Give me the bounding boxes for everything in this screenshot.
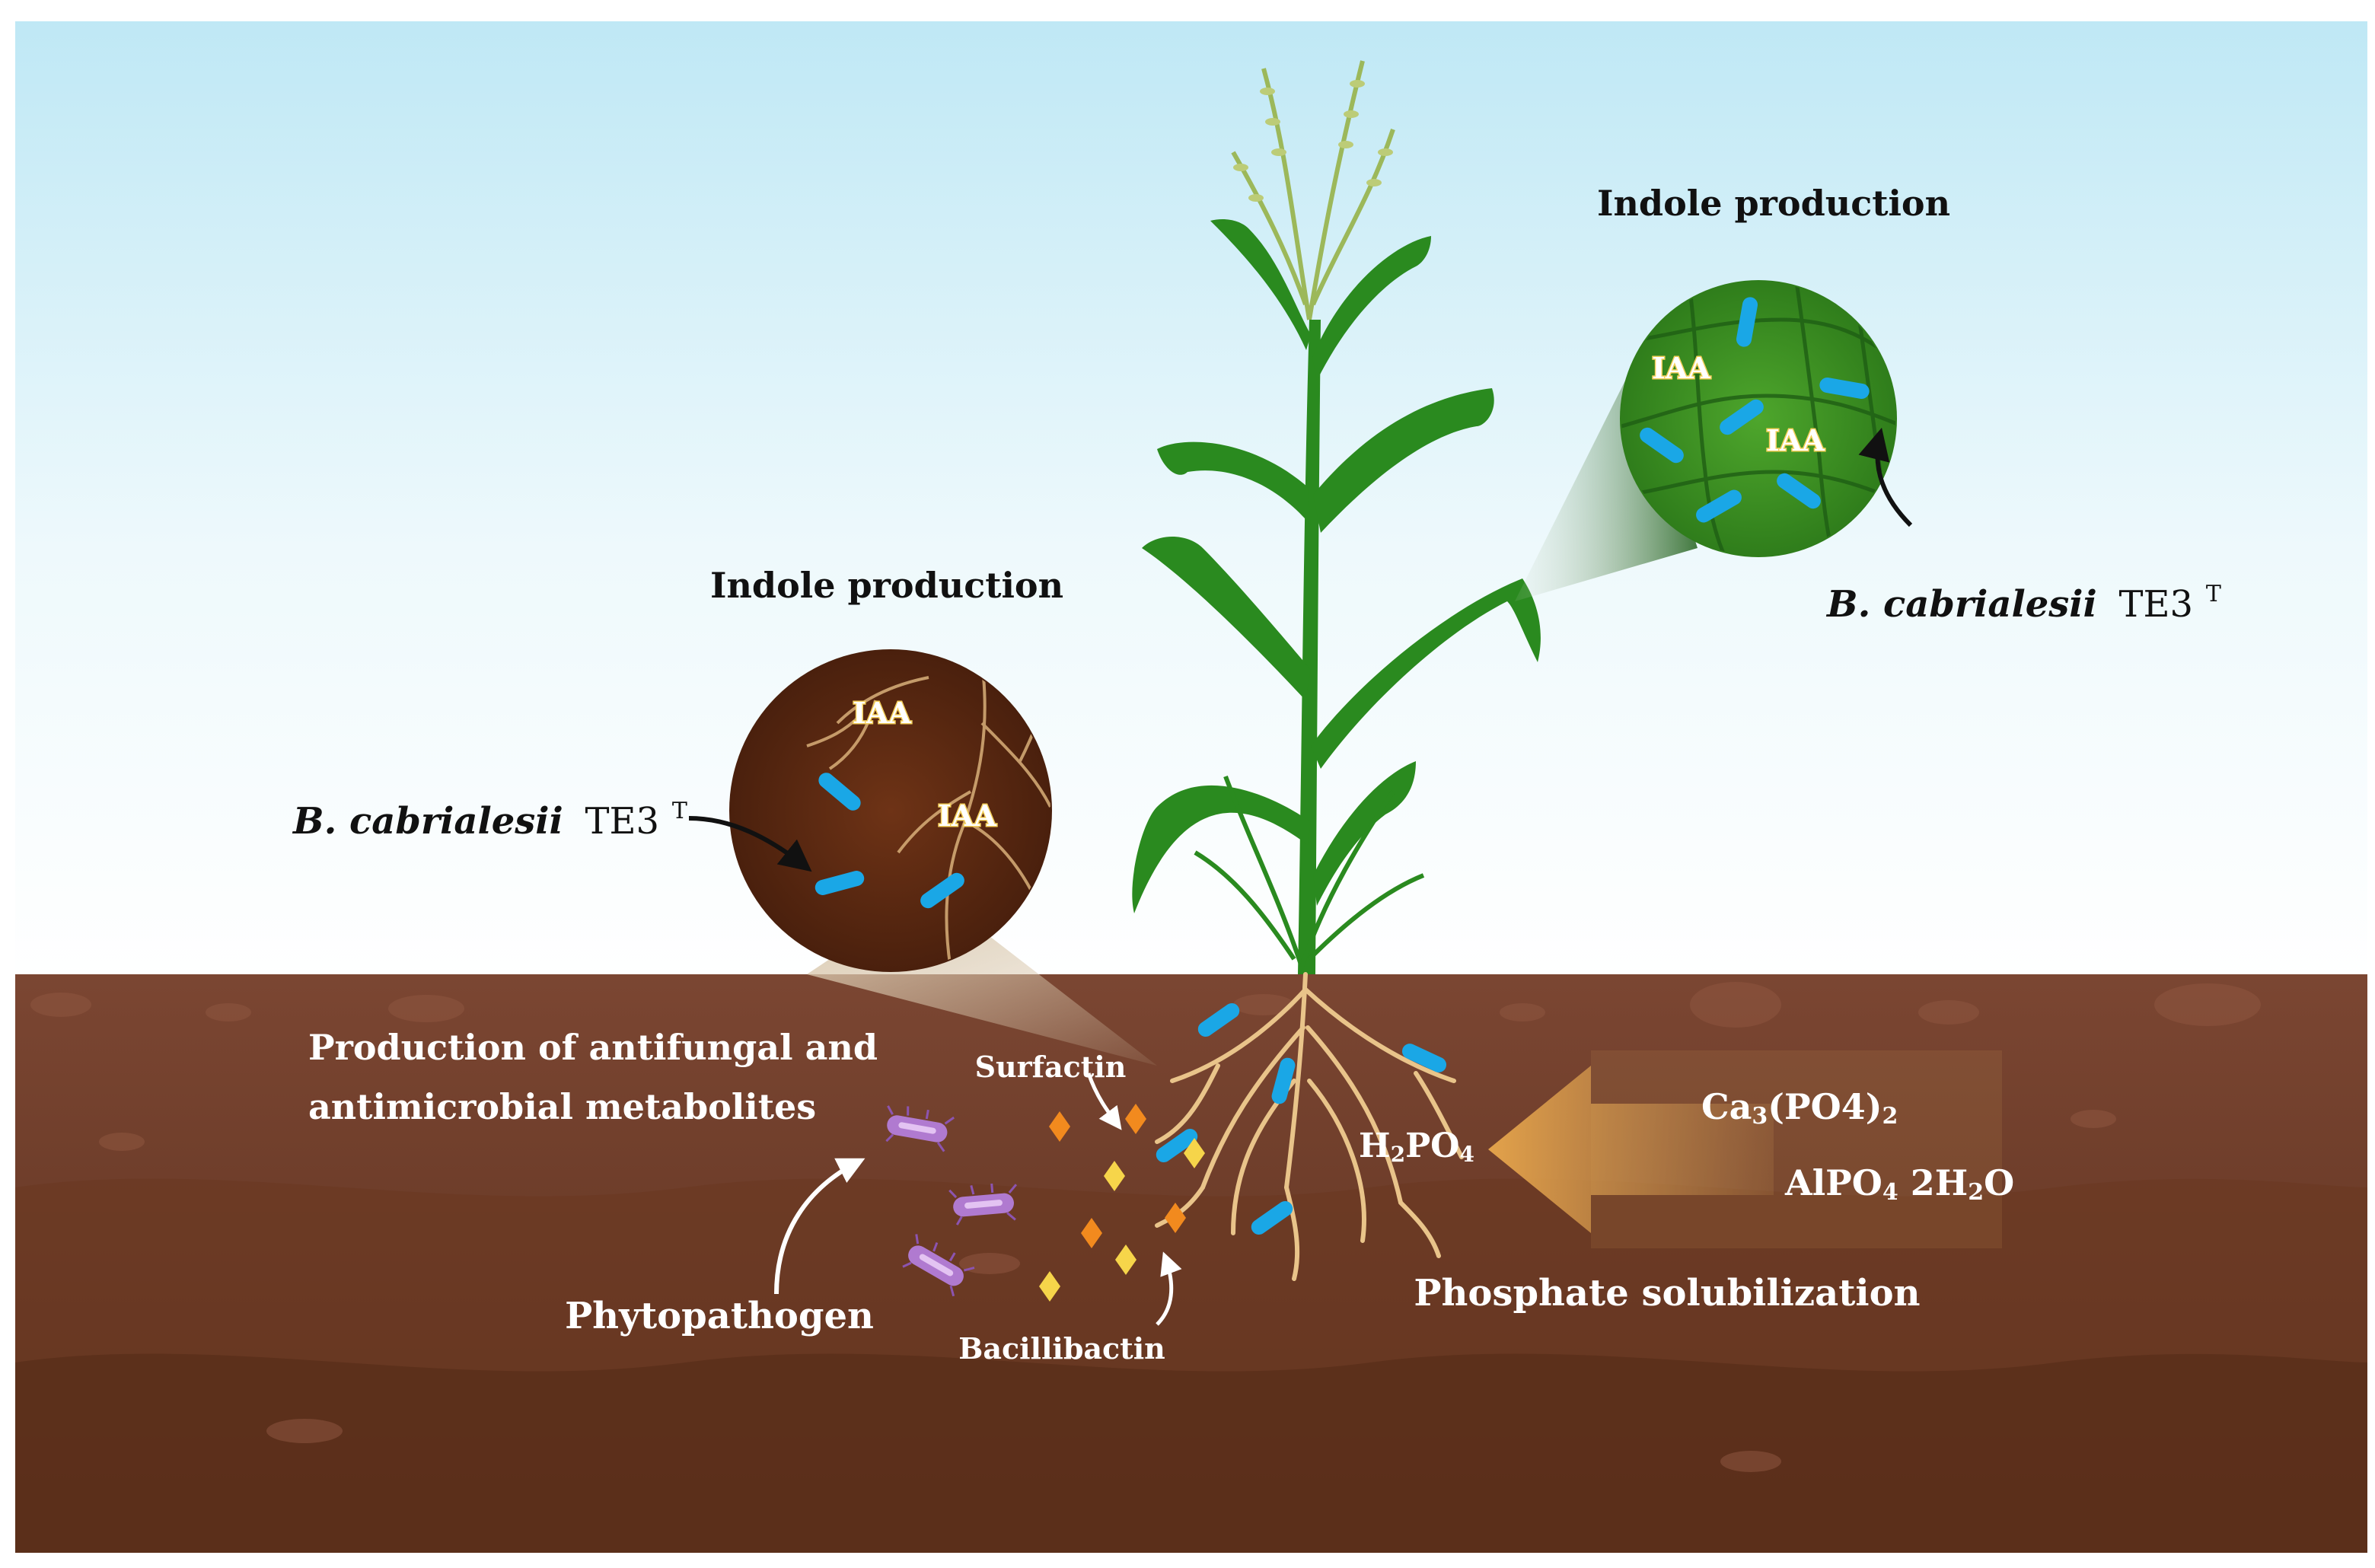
ca-part-ca: Ca — [1701, 1086, 1752, 1127]
bacteria-in-rhizosphere — [815, 773, 964, 909]
iaa-label-root-2: IAA — [938, 798, 996, 833]
antifungal-title-line1: Production of antifungal and — [308, 1027, 878, 1068]
bacteria-in-leaf — [1640, 297, 1870, 523]
arrow-bacillibactin — [1156, 1251, 1182, 1326]
h2po4-part-sub4: 4 — [1459, 1142, 1474, 1167]
h2po4-part-sub2: 2 — [1391, 1142, 1405, 1167]
strain-code-left: TE3 — [585, 800, 660, 843]
ca-part-sub3: 3 — [1752, 1103, 1768, 1130]
indole-title-right: Indole production — [1597, 183, 1950, 224]
bacteria-in-soil — [1156, 1002, 1447, 1235]
al-part-o: O — [1984, 1162, 2014, 1203]
al-part-sub4: 4 — [1882, 1179, 1898, 1206]
arrow-to-leaf-bacteria — [1858, 427, 1913, 527]
bacillibactin-label: Bacillibactin — [958, 1331, 1165, 1366]
ca-part-sub2: 2 — [1882, 1103, 1898, 1130]
h2po4-part-h: H — [1359, 1127, 1391, 1165]
maize-plant — [1132, 60, 1541, 1281]
strain-sup-left: T — [672, 798, 687, 824]
iaa-label-root-1: IAA — [853, 696, 911, 730]
antifungal-title-line2: antimicrobial metabolites — [308, 1086, 816, 1127]
leaf-tissue-inset — [1620, 280, 1897, 557]
phytopathogen-cells — [885, 1105, 1018, 1297]
iaa-label-leaf-1: IAA — [1652, 351, 1710, 385]
arrow-to-root-bacteria — [688, 816, 812, 872]
plant-roots — [1155, 972, 1464, 1281]
strain-label-right: B. cabrialesii TE3 T — [1825, 581, 2221, 626]
strain-sup-right: T — [2206, 581, 2221, 607]
calcium-phosphate-label: Ca3(PO4)2 — [1701, 1086, 1898, 1130]
aluminium-phosphate-label: AlPO4 2H2O — [1784, 1162, 2014, 1206]
h2po4-label: H2PO4 — [1359, 1127, 1474, 1167]
indole-title-left: Indole production — [710, 565, 1063, 606]
al-part-alpo: AlPO — [1784, 1162, 1882, 1203]
iaa-label-leaf-2: IAA — [1766, 423, 1825, 457]
al-part-sub2: 2 — [1968, 1179, 1984, 1206]
metabolite-diamonds — [1039, 1104, 1205, 1302]
phytopathogen-label: Phytopathogen — [565, 1295, 874, 1337]
root-soil-inset — [729, 649, 1052, 972]
arrow-phytopathogen — [774, 1158, 866, 1295]
al-part-2h: 2H — [1898, 1162, 1968, 1203]
ca-part-po4: (PO4) — [1768, 1086, 1882, 1127]
strain-code-right: TE3 — [2119, 583, 2194, 626]
strain-name-right: B. cabrialesii — [1825, 583, 2097, 626]
strain-name-left: B. cabrialesii — [292, 800, 563, 843]
soil-layer — [15, 974, 2367, 1553]
phosphate-solubilization-label: Phosphate solubilization — [1414, 1272, 1920, 1315]
phosphate-arrow — [1488, 1066, 1774, 1233]
strain-label-left: B. cabrialesii TE3 T — [292, 798, 687, 843]
arrow-surfactin — [1086, 1072, 1122, 1130]
surfactin-label: Surfactin — [975, 1050, 1127, 1084]
h2po4-part-po: PO — [1405, 1127, 1459, 1165]
plant-tassel — [1231, 60, 1395, 320]
